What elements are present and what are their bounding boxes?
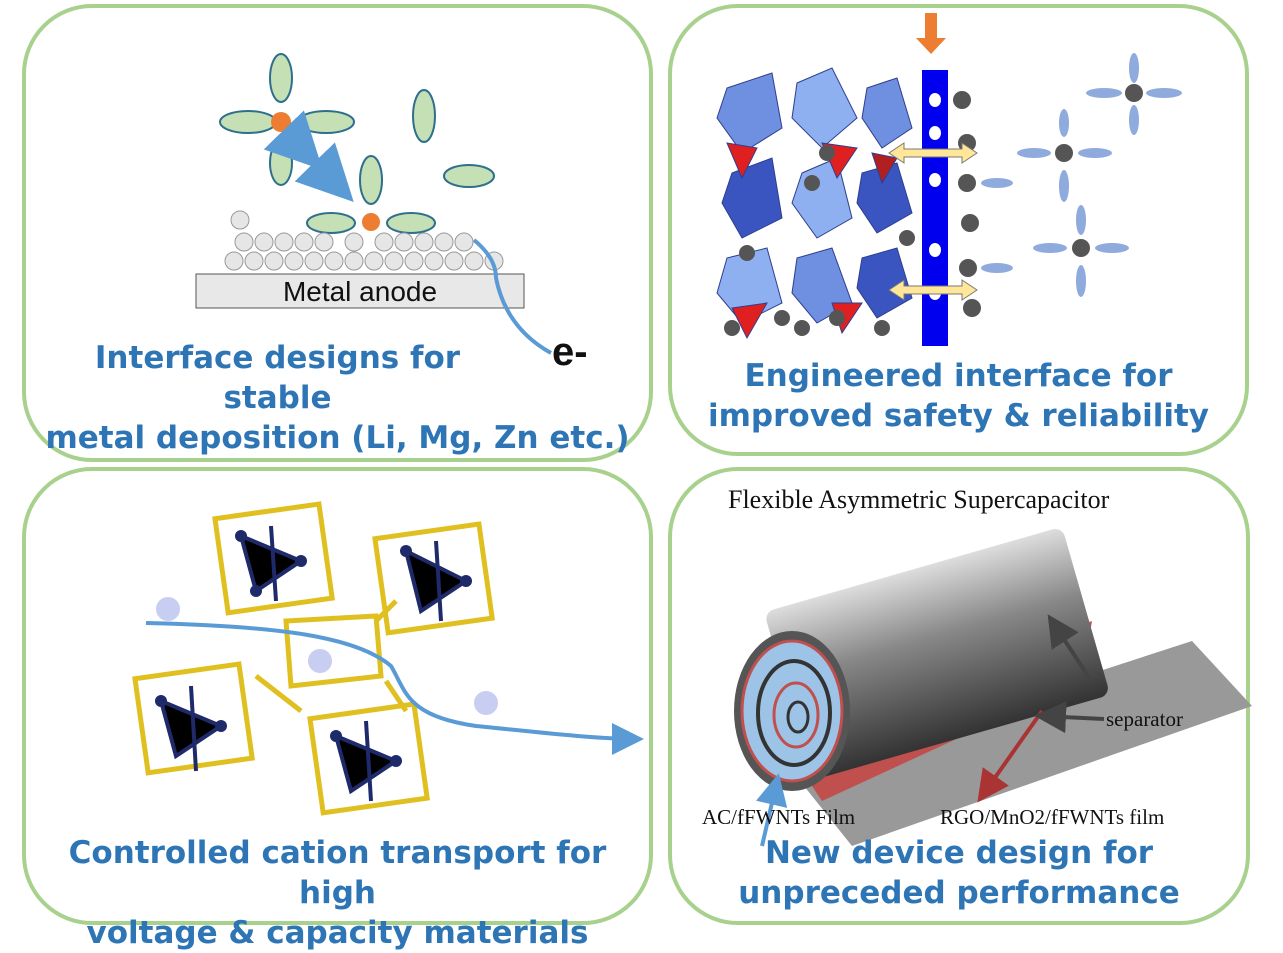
electron-label: e- (552, 330, 588, 374)
panel-metal-deposition: Metal anode e- Interface designs for sta… (22, 4, 653, 462)
caption-line-2: improved safety & reliability (707, 398, 1210, 434)
panel-engineered-interface: Engineered interface for improved safety… (668, 4, 1249, 456)
caption: Engineered interface for improved safety… (672, 356, 1245, 436)
caption-line-1: Controlled cation transport for high (68, 835, 607, 911)
supercapacitor-illustration (734, 529, 1252, 847)
panel-cation-transport: Controlled cation transport for high vol… (22, 467, 653, 951)
caption: Controlled cation transport for high vol… (26, 833, 649, 953)
label-rgo-film: RGO/MnO2/fFWNTs film (940, 805, 1165, 829)
caption-line-2: voltage & capacity materials (86, 915, 589, 951)
caption-line-2: unpreceded performance (738, 875, 1180, 911)
transport-path-arrow (145, 621, 644, 755)
label-separator: separator (1106, 707, 1183, 731)
caption: Interface designs for stable metal depos… (26, 338, 649, 458)
caption: New device design for unpreceded perform… (672, 833, 1246, 913)
caption-line-1: Interface designs for stable (94, 340, 461, 416)
caption-line-1: Engineered interface for (744, 358, 1173, 394)
label-ac-film: AC/fFWNTs Film (702, 805, 856, 829)
caption-line-1: New device design for (764, 835, 1154, 871)
cation-icon (271, 112, 291, 132)
metal-deposition-illustration (195, 53, 552, 355)
interface-illustration (716, 13, 1182, 346)
crystal-structure-illustration (132, 501, 644, 816)
device-title: Flexible Asymmetric Supercapacitor (728, 485, 1110, 514)
panel-device-design: Flexible Asymmetric Supercapacitor separ… (668, 467, 1252, 925)
arrow-down-icon (916, 13, 946, 54)
interface-membrane (922, 70, 948, 346)
caption-line-2: metal deposition (Li, Mg, Zn etc.) (45, 420, 630, 456)
metal-anode (195, 273, 525, 309)
anode-label: Metal anode (282, 276, 438, 307)
